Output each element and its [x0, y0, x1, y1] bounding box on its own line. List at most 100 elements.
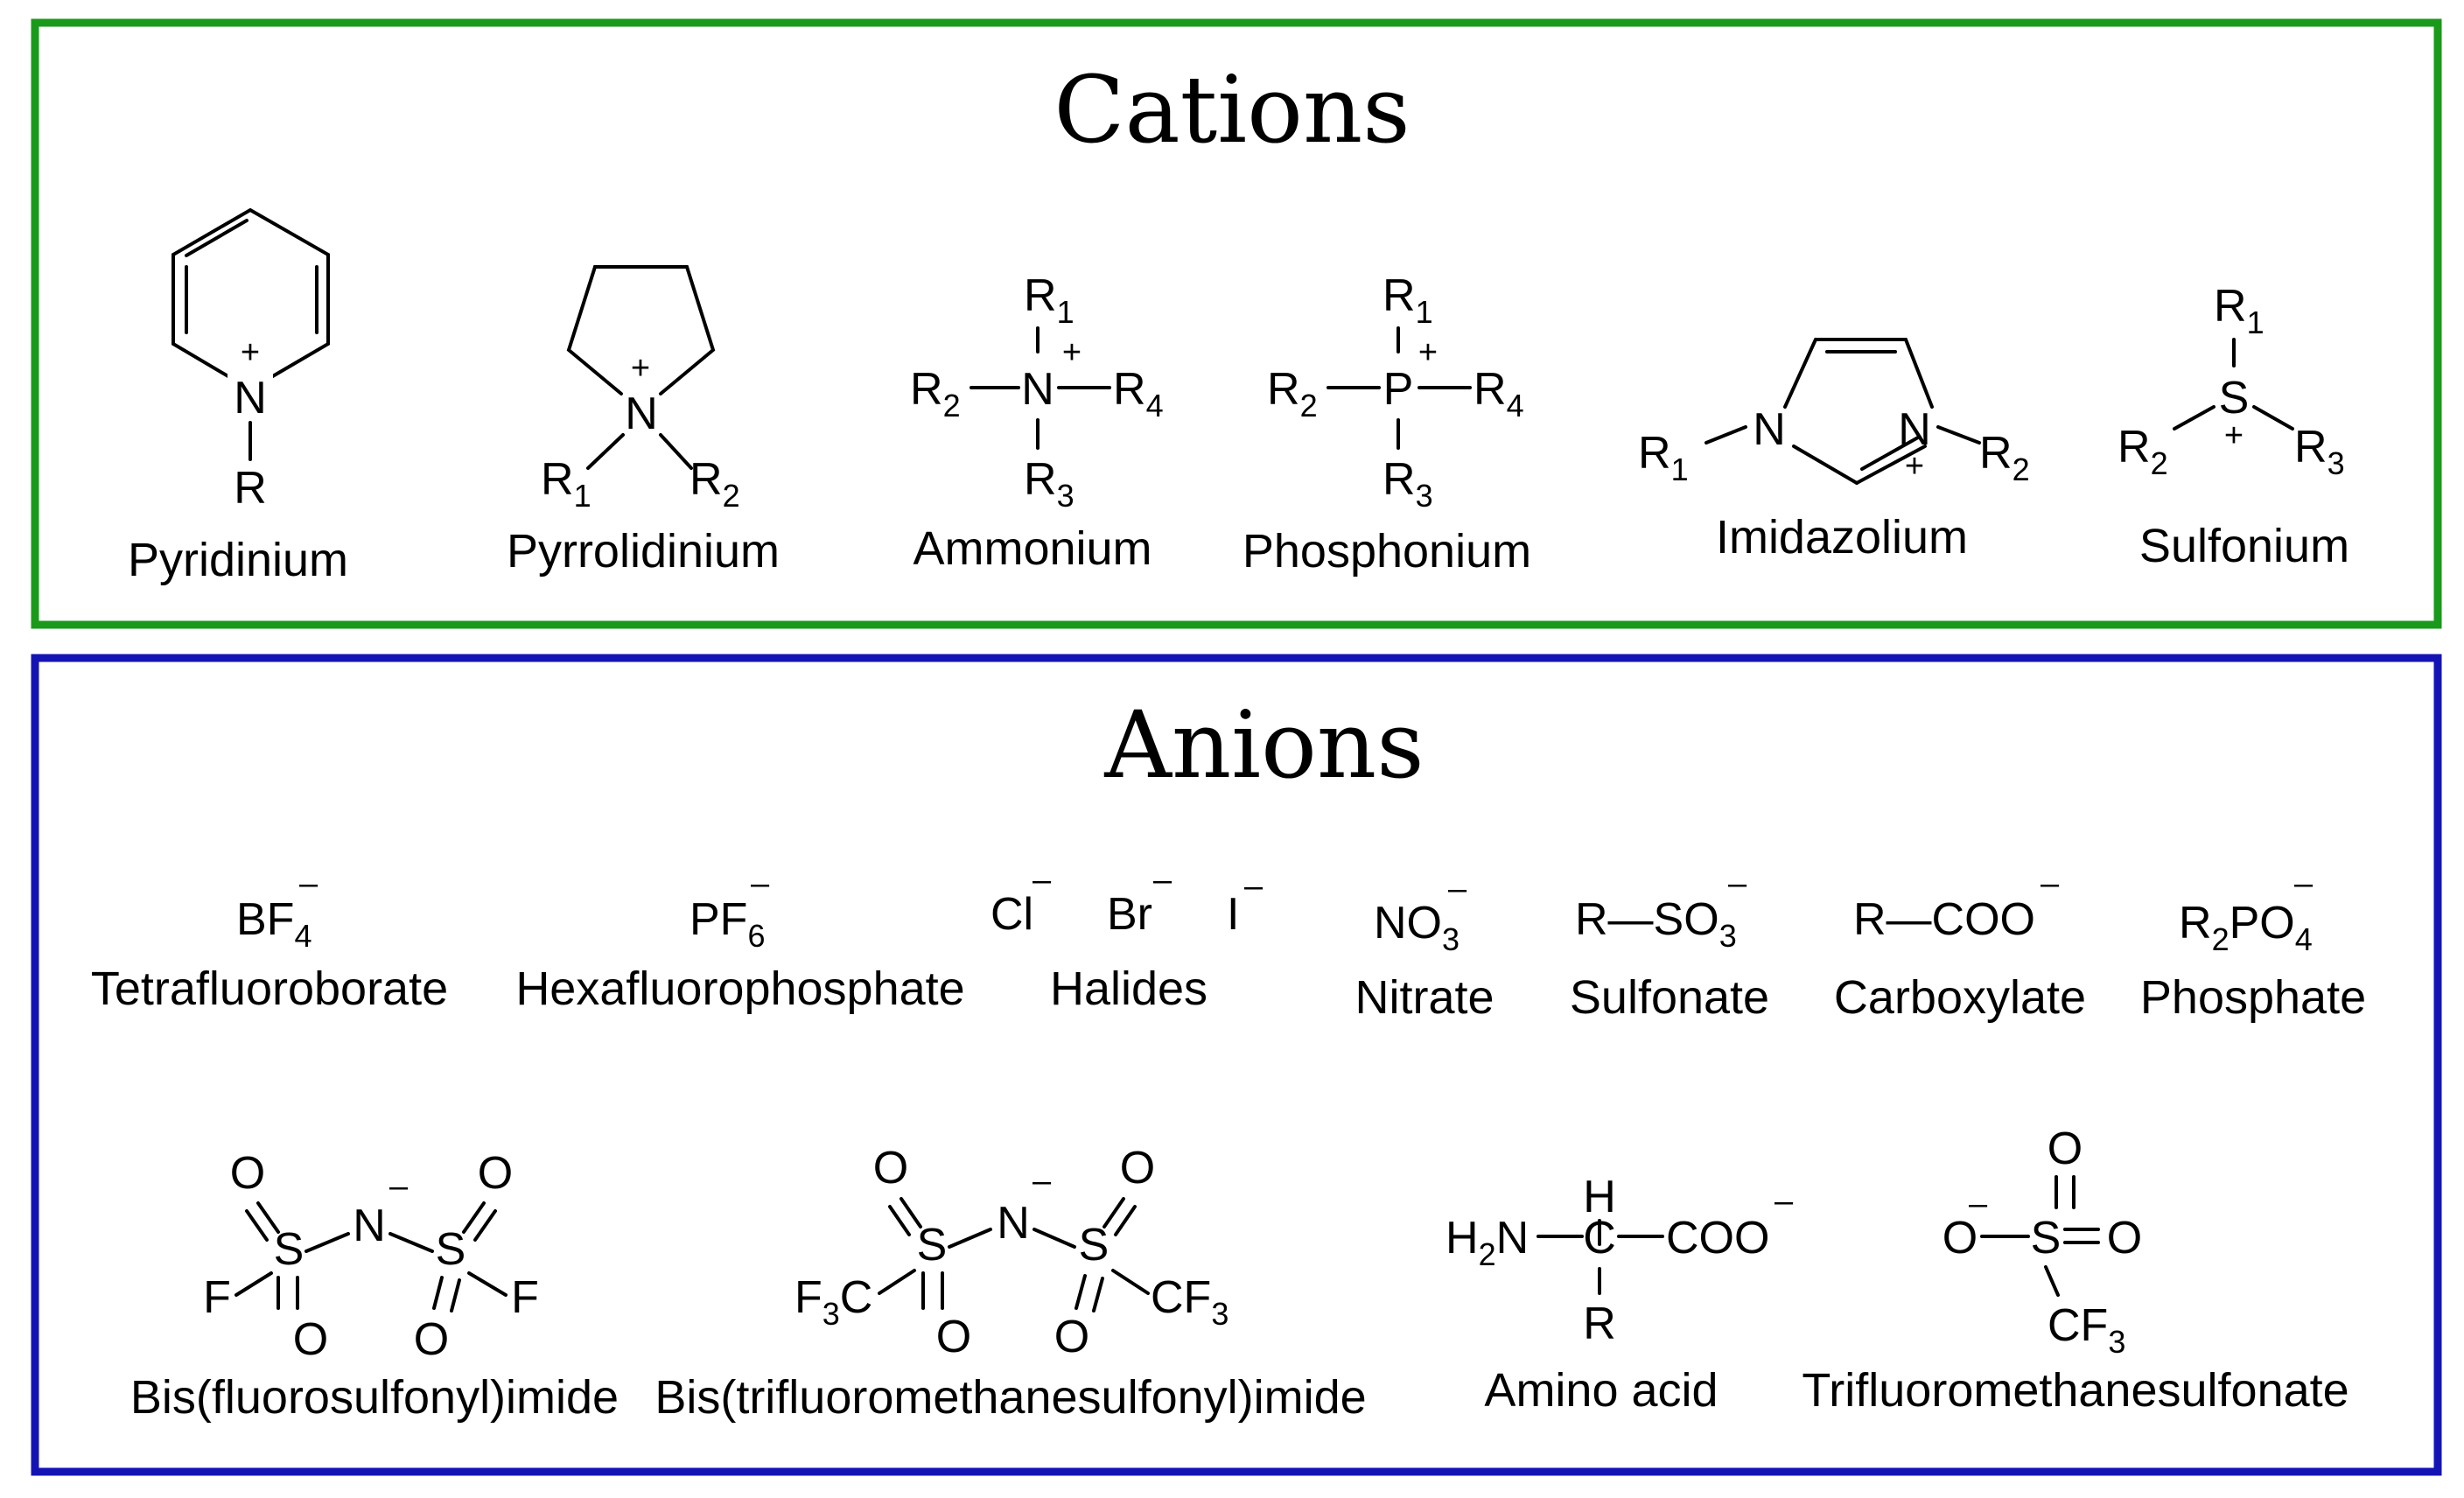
sulfonate-minus: –	[1728, 865, 1747, 902]
pyrrolidinium-plus: +	[631, 350, 650, 387]
pyridinium-label: Pyridinium	[128, 534, 348, 586]
carboxylate-formula: R—COO	[1853, 894, 2035, 945]
fsi-o-top-right: O	[478, 1148, 513, 1199]
amino-acid-label: Amino acid	[1484, 1364, 1718, 1417]
imidazolium-r2: R2	[1979, 428, 2030, 487]
amino-acid-structure: H H2N C COO – R Amino acid	[1446, 1172, 1794, 1417]
tfsi-o-top-left: O	[873, 1143, 908, 1194]
no3-minus: –	[1448, 871, 1467, 907]
ammonium-r3: R3	[1024, 454, 1074, 514]
phosphate-minus: –	[2294, 865, 2314, 902]
phosphonium-r3: R3	[1382, 454, 1433, 514]
amino-c: C	[1583, 1213, 1616, 1264]
cations-title: Cations	[1054, 56, 1410, 164]
ammonium-plus: +	[1062, 334, 1082, 371]
phosphonium-p: P	[1383, 364, 1414, 415]
sulfonate-label: Sulfonate	[1570, 971, 1769, 1024]
amino-h2n: H2N	[1446, 1213, 1529, 1272]
sulfonium-label: Sulfonium	[2139, 520, 2349, 572]
tfsi-n: N	[997, 1198, 1030, 1249]
phosphate-label: Phosphate	[2140, 971, 2366, 1024]
anions-panel: Anions BF4 – Tetrafluoroborate PF6 – Hex…	[31, 654, 2442, 1476]
tetrafluoroborate-label: Tetrafluoroborate	[91, 962, 448, 1015]
halide-br-minus: –	[1153, 862, 1172, 899]
cations-border	[31, 18, 2442, 629]
halide-cl: Cl	[990, 889, 1033, 940]
triflate-s: S	[2031, 1213, 2062, 1264]
anions-border	[31, 654, 2442, 1476]
triflate-minus: –	[1969, 1186, 1988, 1222]
carboxylate: R—COO – Carboxylate	[1834, 865, 2086, 1024]
sulfonium-r3: R3	[2294, 422, 2345, 481]
imidazolium-r1: R1	[1638, 428, 1689, 487]
imidazolium-structure: N N + R1 R2 Imidazolium	[1638, 338, 2030, 564]
pyrrolidinium-r2: R2	[690, 454, 740, 514]
ammonium-label: Ammonium	[913, 522, 1152, 575]
pyridinium-n: N	[234, 373, 267, 424]
fsi-o-bottom-left: O	[293, 1314, 328, 1365]
no3-formula: NO3	[1374, 898, 1460, 957]
cations-panel: Cations N + R Pyridinium + N R1 R2 Pyrro…	[31, 18, 2442, 629]
pf6-formula: PF6	[690, 894, 765, 954]
carboxylate-minus: –	[2040, 865, 2060, 902]
imidazolium-plus: +	[1905, 448, 1924, 485]
tfsi-s-left: S	[917, 1220, 948, 1270]
fsi-o-bottom-right: O	[414, 1314, 449, 1365]
triflate-cf3: CF3	[2048, 1300, 2125, 1360]
tetrafluoroborate: BF4 – Tetrafluoroborate	[91, 865, 448, 1015]
pyrrolidinium-label: Pyrrolidinium	[507, 525, 780, 578]
tfsi-o-top-right: O	[1120, 1143, 1155, 1194]
sulfonium-plus: +	[2224, 417, 2244, 454]
imidazolium-n3: N	[1898, 404, 1931, 455]
sulfonium-s: S	[2219, 373, 2250, 424]
carboxylate-label: Carboxylate	[1834, 971, 2086, 1024]
amino-coo-minus: –	[1774, 1183, 1794, 1220]
sulfonate: R—SO3 – Sulfonate	[1570, 865, 1769, 1024]
tfsi-o-bottom-left: O	[936, 1312, 971, 1362]
ammonium-r2: R2	[910, 364, 961, 424]
triflate-o-right: O	[2107, 1213, 2142, 1264]
halide-i-minus: –	[1244, 868, 1264, 905]
ammonium-n: N	[1021, 364, 1054, 415]
sulfonium-structure: R1 S + R2 R3 Sulfonium	[2118, 281, 2349, 572]
bf4-minus: –	[299, 865, 318, 902]
imidazolium-n1: N	[1753, 404, 1786, 455]
pyrrolidinium-n: N	[625, 388, 658, 439]
fsi-minus: –	[389, 1168, 409, 1205]
phosphonium-r4: R4	[1474, 364, 1524, 424]
pyridinium-plus: +	[241, 334, 260, 371]
tfsi-cf3: CF3	[1151, 1272, 1228, 1332]
ammonium-r1: R1	[1024, 270, 1074, 330]
nitrate-label: Nitrate	[1354, 971, 1494, 1024]
fsi-s-left: S	[274, 1224, 304, 1275]
phosphate: R2PO4 – Phosphate	[2140, 865, 2366, 1024]
fsi-n: N	[353, 1200, 386, 1251]
halide-cl-minus: –	[1032, 862, 1052, 899]
fsi-f-right: F	[511, 1272, 539, 1323]
pf6-minus: –	[751, 865, 770, 902]
pyrrolidinium-structure: + N R1 R2 Pyrrolidinium	[507, 265, 780, 578]
phosphonium-r1: R1	[1382, 270, 1433, 330]
hexafluorophosphate-label: Hexafluorophosphate	[515, 962, 964, 1015]
pyridinium-structure: N + R Pyridinium	[128, 207, 348, 586]
fsi-structure: O S O F N – S O O F Bis(fluorosulfonyl)i…	[130, 1148, 619, 1424]
tfsi-o-bottom-right: O	[1054, 1312, 1089, 1362]
tfsi-f3c: F3C	[794, 1272, 872, 1332]
pyrrolidinium-r1: R1	[541, 454, 592, 514]
ammonium-r4: R4	[1113, 364, 1164, 424]
amino-h: H	[1583, 1172, 1616, 1222]
phosphonium-structure: R1 + R2 P R4 R3 Phosphonium	[1242, 270, 1531, 578]
halide-i: I	[1227, 889, 1239, 940]
pyridinium-r: R	[234, 463, 267, 514]
halides-label: Halides	[1050, 962, 1208, 1015]
amino-r: R	[1583, 1298, 1616, 1349]
phosphonium-plus: +	[1418, 334, 1438, 371]
phosphonium-label: Phosphonium	[1242, 525, 1531, 578]
fsi-s-right: S	[436, 1224, 466, 1275]
triflate-o-top: O	[2048, 1124, 2082, 1174]
fsi-label: Bis(fluorosulfonyl)imide	[130, 1371, 619, 1424]
sulfonate-formula: R—SO3	[1575, 894, 1737, 954]
bf4-formula: BF4	[236, 894, 312, 954]
fsi-o-top-left: O	[230, 1148, 265, 1199]
